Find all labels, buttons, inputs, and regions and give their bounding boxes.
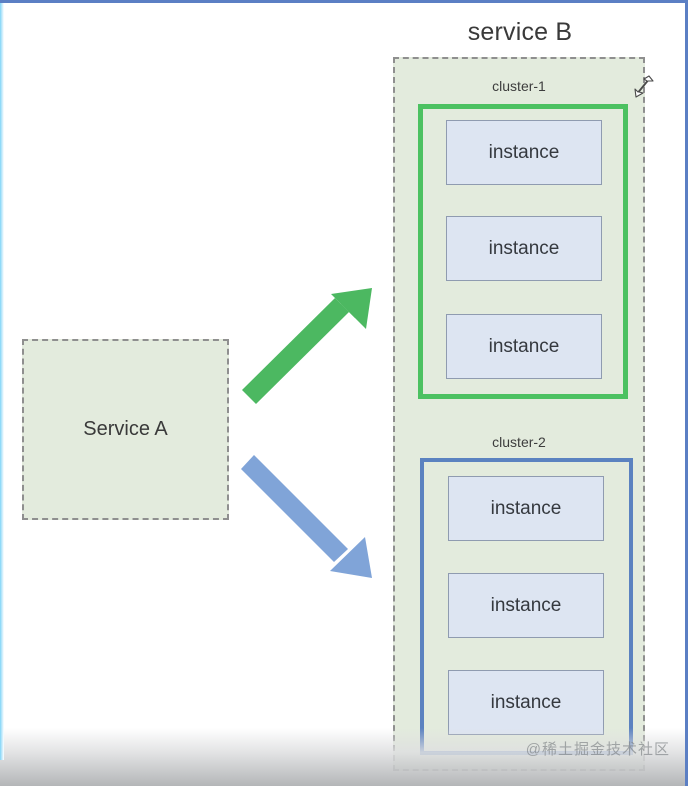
- window-frame-right-edge: [685, 0, 688, 786]
- instance-box[interactable]: instance: [446, 314, 602, 379]
- cluster-2-label: cluster-2: [492, 434, 546, 450]
- resize-diagonal-cursor: [634, 75, 654, 98]
- cluster-1-label: cluster-1: [492, 78, 546, 94]
- instance-box[interactable]: instance: [448, 476, 604, 541]
- instance-box[interactable]: instance: [448, 670, 604, 735]
- instance-box[interactable]: instance: [446, 216, 602, 281]
- service-a-box[interactable]: Service A: [22, 339, 229, 520]
- instance-box[interactable]: instance: [446, 120, 602, 185]
- arrow-service-a-to-cluster-1: [242, 288, 372, 404]
- arrow-service-a-to-cluster-2: [241, 455, 372, 578]
- instance-box[interactable]: instance: [448, 573, 604, 638]
- window-frame-left-edge: [0, 0, 4, 760]
- watermark-text: @稀土掘金技术社区: [525, 741, 670, 758]
- service-b-title: service B: [467, 18, 573, 46]
- window-frame-top-edge: [0, 0, 688, 3]
